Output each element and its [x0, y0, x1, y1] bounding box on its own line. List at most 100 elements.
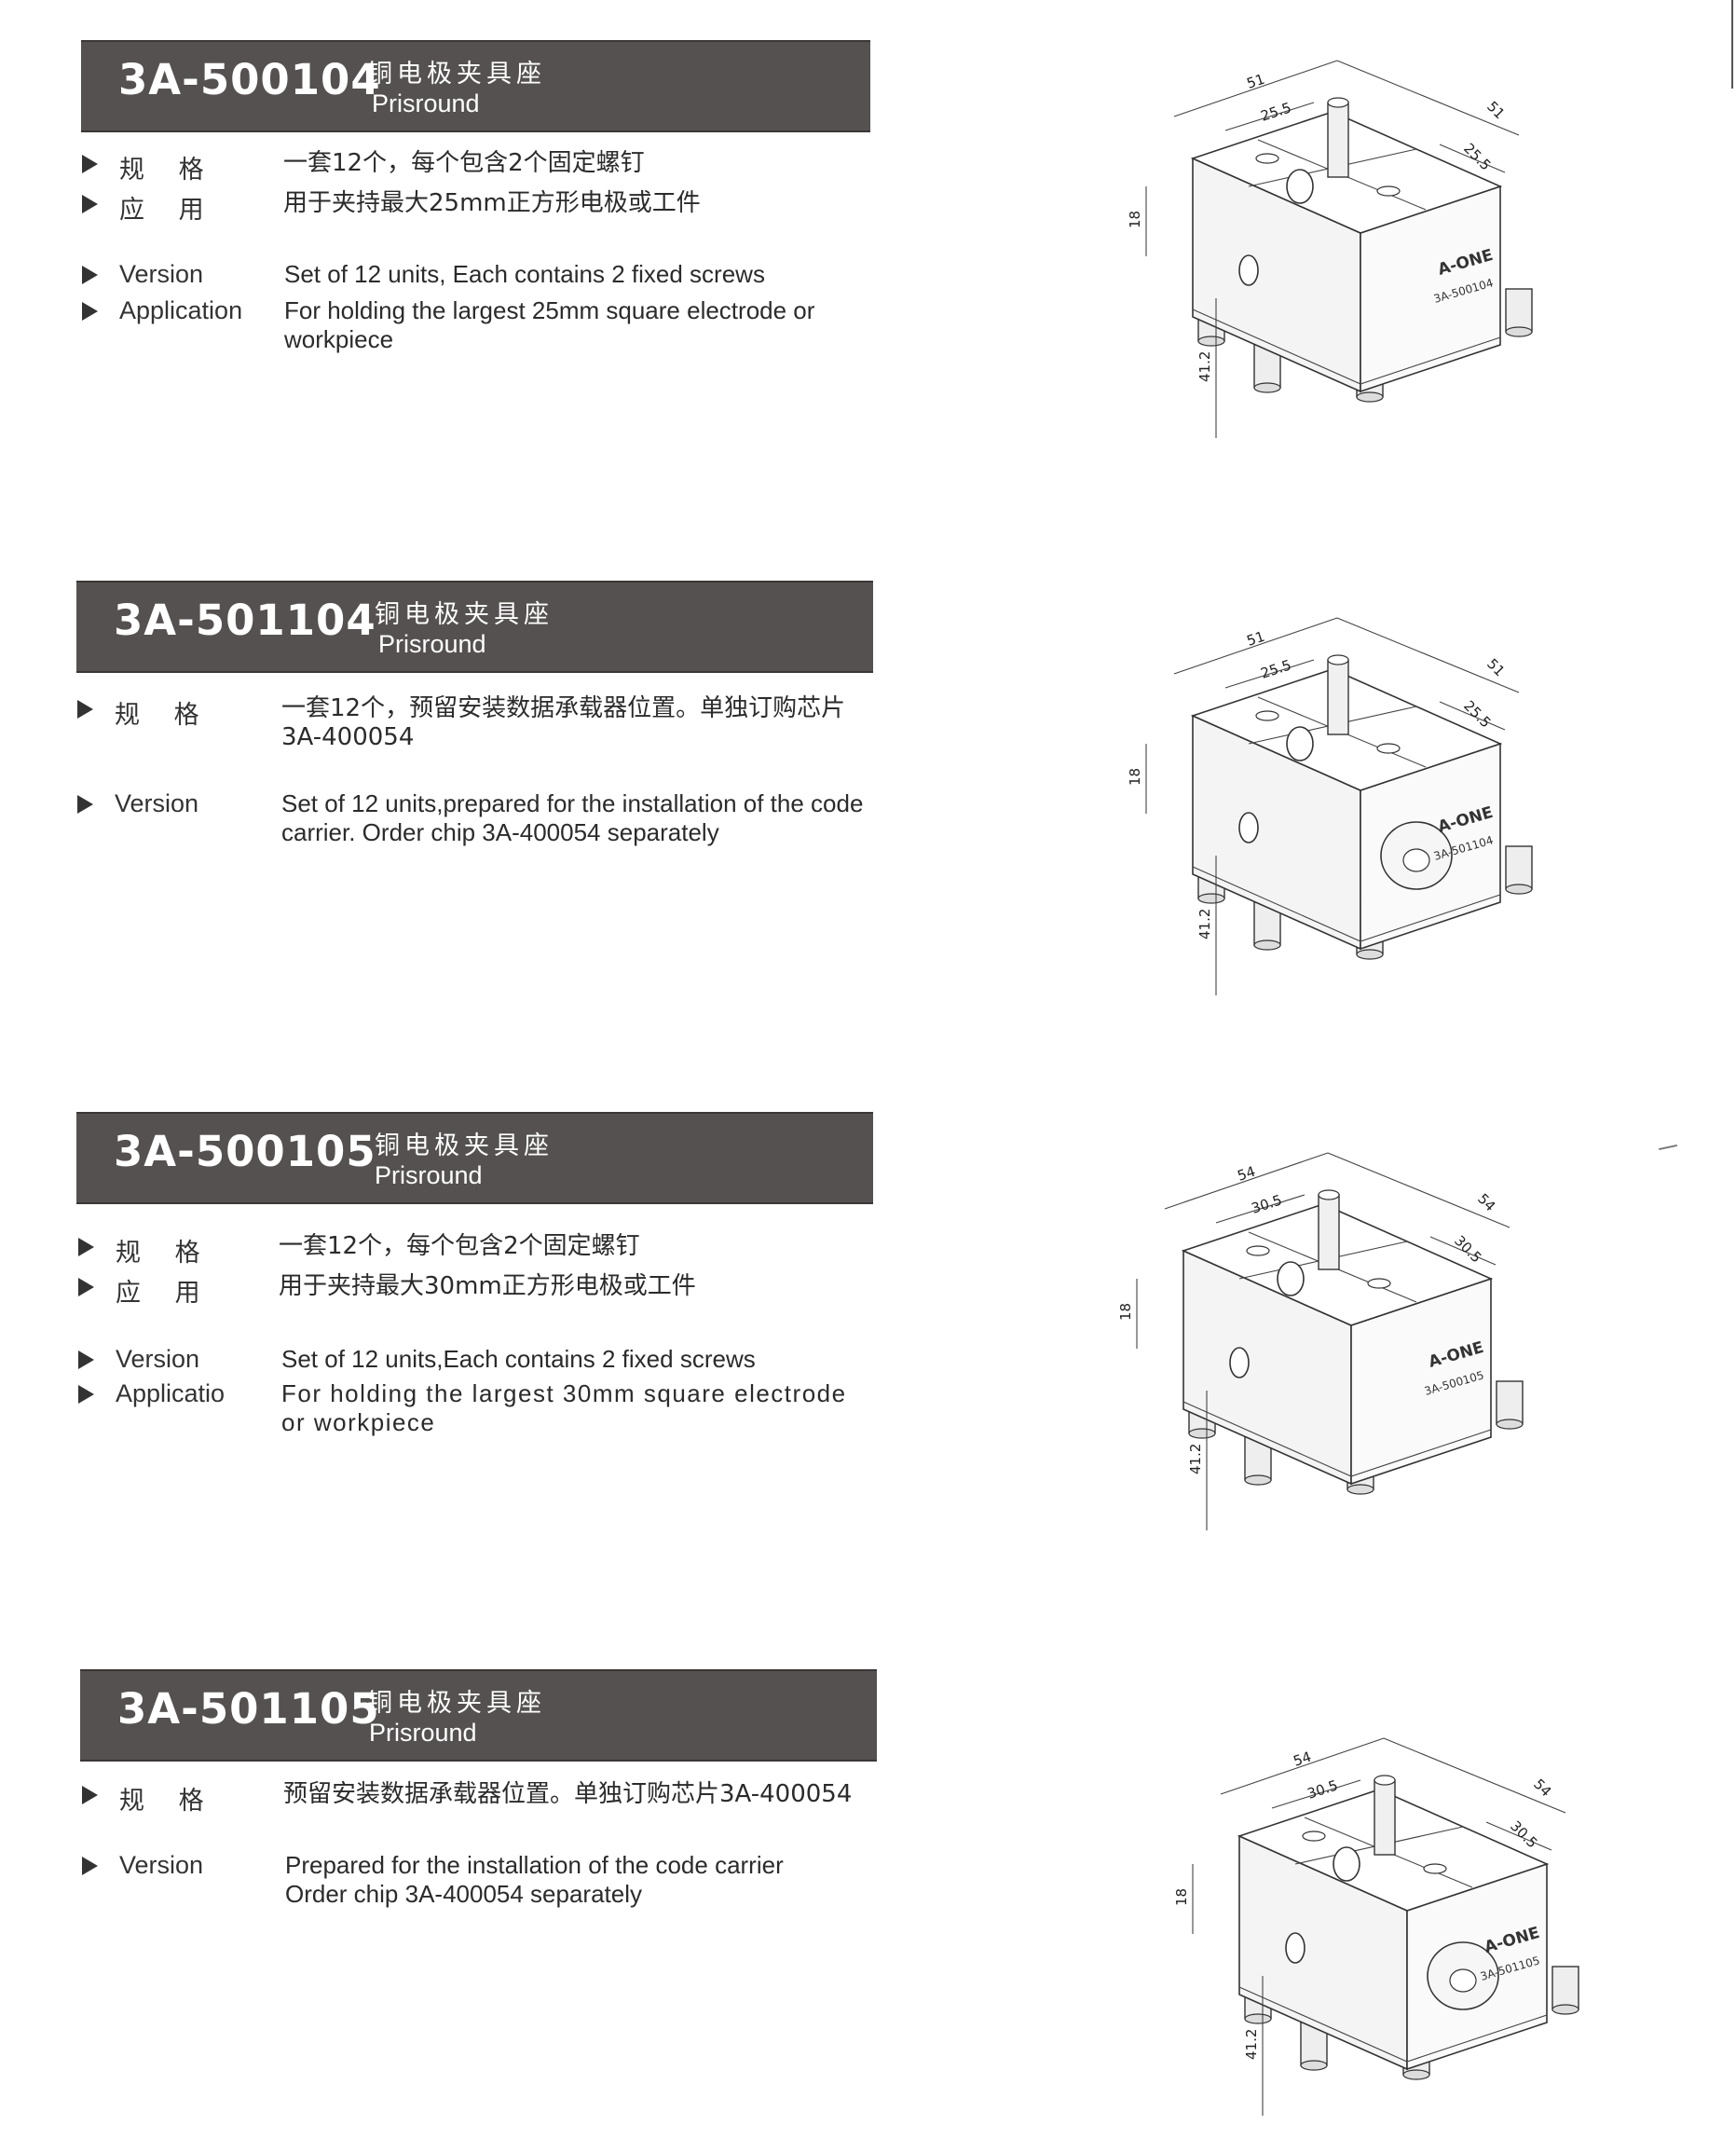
spec-row: Version Set of 12 units, Each contains 2… — [82, 260, 921, 297]
spec-row: 规 格 一套12个，预留安装数据承载器位置。单独订购芯片3A-400054 — [77, 694, 916, 751]
spec-label: 规 格 — [119, 156, 217, 185]
dimension-inner-side-label: 30.5 — [1451, 1232, 1484, 1266]
dimension-line — [1327, 1152, 1510, 1228]
spec-row: 应 用 用于夹持最大25mm正方形电极或工件 — [82, 189, 921, 226]
dimension-line — [1224, 102, 1315, 131]
spec-label: 应 用 — [119, 196, 217, 225]
top-hole — [1277, 1261, 1305, 1296]
leg-foot — [1496, 1419, 1524, 1430]
dimension-height-label: 18 — [1173, 1888, 1190, 1906]
top-hole — [1376, 185, 1401, 197]
leg-foot — [1244, 2013, 1272, 2024]
spec-label: Version — [119, 260, 204, 288]
spec-row: 应 用 用于夹持最大30mm正方形电极或工件 — [78, 1272, 917, 1309]
dimension-line — [1336, 60, 1520, 136]
product-code: 3A-500105 — [114, 1127, 376, 1176]
product-title-en: Prisround — [369, 1719, 477, 1747]
spec-row: Version Prepared for the installation of… — [82, 1851, 921, 1908]
top-hole — [1367, 1278, 1391, 1289]
spec-label: 规 格 — [119, 1787, 217, 1816]
dimension-line — [1485, 1821, 1552, 1851]
bottom-plate-line — [1182, 1401, 1492, 1477]
dimension-inner-label: 25.5 — [1259, 656, 1293, 681]
dimension-depth-label: 54 — [1530, 1776, 1554, 1800]
spec-value: For holding the largest 30mm square elec… — [281, 1379, 847, 1436]
dimension-line — [1383, 1737, 1566, 1814]
bottom-plate-line — [1238, 1986, 1548, 2063]
spec-value: 预留安装数据承载器位置。单独订购芯片3A-400054 — [283, 1780, 853, 1808]
product-title-cn: 铜电极夹具座 — [367, 60, 546, 89]
spec-value: 一套12个，预留安装数据承载器位置。单独订购芯片3A-400054 — [281, 694, 846, 751]
side-hole — [1285, 1932, 1305, 1964]
dimension-total-label: 41.2 — [1196, 909, 1213, 939]
dimension-line — [1439, 144, 1506, 173]
leg-foot — [1346, 1484, 1374, 1495]
top-hole — [1376, 743, 1401, 754]
code-carrier-hole — [1449, 1968, 1477, 1993]
leg — [1505, 288, 1533, 333]
side-hole — [1229, 1347, 1250, 1378]
product-title-en: Prisround — [372, 89, 480, 117]
top-hole — [1246, 1245, 1270, 1256]
pin-top — [1374, 1775, 1396, 1786]
bullet-icon — [82, 1857, 98, 1875]
top-hole — [1302, 1830, 1326, 1842]
dimension-line — [1224, 659, 1315, 689]
leg-foot — [1356, 391, 1384, 403]
code-carrier-hole — [1402, 848, 1430, 872]
dimension-line — [1439, 701, 1506, 731]
product-title-en: Prisround — [375, 1161, 483, 1189]
product-header: 3A-500105 铜电极夹具座 Prisround — [76, 1112, 873, 1204]
top-hole — [1333, 1846, 1360, 1882]
dimension-inner-side-label: 25.5 — [1460, 697, 1494, 731]
top-hole — [1286, 169, 1314, 204]
spec-value: 用于夹持最大25mm正方形电极或工件 — [283, 189, 701, 217]
dimension-line — [1336, 617, 1520, 693]
pin-top — [1327, 654, 1349, 665]
dimension-inner-label: 30.5 — [1305, 1776, 1340, 1802]
spec-label: Applicatio — [116, 1379, 226, 1407]
spec-row: Version Set of 12 units,prepared for the… — [77, 789, 916, 846]
product-title-en: Prisround — [378, 630, 486, 658]
dimension-width-label: 51 — [1245, 628, 1267, 650]
leg — [1496, 1380, 1524, 1425]
product-code: 3A-501105 — [117, 1684, 380, 1734]
dimension-line — [1429, 1236, 1497, 1266]
product-header: 3A-501105 铜电极夹具座 Prisround — [80, 1669, 877, 1762]
leg-foot — [1551, 2004, 1579, 2015]
bullet-icon — [82, 266, 98, 284]
leg — [1551, 1966, 1579, 2010]
dimension-height-label: 18 — [1127, 768, 1143, 786]
locating-pin — [1327, 659, 1349, 735]
bottom-plate-line — [1192, 309, 1501, 385]
spec-row: 规 格 一套12个，每个包含2个固定螺钉 — [82, 149, 921, 186]
dimension-inner-side-label: 25.5 — [1460, 140, 1494, 173]
leg-foot — [1253, 939, 1281, 951]
spec-label: 应 用 — [116, 1279, 213, 1308]
dimension-line — [1173, 617, 1338, 675]
spec-row: Application For holding the largest 25mm… — [82, 296, 921, 353]
spec-value: Set of 12 units,Each contains 2 fixed sc… — [281, 1345, 756, 1373]
spec-value: 一套12个，每个包含2个固定螺钉 — [283, 149, 645, 177]
bullet-icon — [82, 302, 98, 321]
dimension-inner-label: 25.5 — [1259, 99, 1293, 124]
leg-foot — [1253, 382, 1281, 393]
spec-value: 一套12个，每个包含2个固定螺钉 — [279, 1232, 640, 1260]
leg-foot — [1402, 2069, 1430, 2080]
spec-value: Set of 12 units,prepared for the install… — [281, 789, 864, 846]
dimension-line — [1271, 1779, 1361, 1809]
side-hole — [1238, 254, 1259, 286]
spec-value: Prepared for the installation of the cod… — [285, 1851, 784, 1908]
product-header: 3A-501104 铜电极夹具座 Prisround — [76, 581, 873, 673]
pin-top — [1327, 97, 1349, 108]
dimension-height-label: 18 — [1127, 211, 1143, 228]
spec-value: Set of 12 units, Each contains 2 fixed s… — [284, 260, 765, 288]
spec-row: 规 格 一套12个，每个包含2个固定螺钉 — [78, 1232, 917, 1269]
dimension-line — [1220, 1737, 1385, 1795]
dimension-width-label: 54 — [1236, 1163, 1258, 1185]
